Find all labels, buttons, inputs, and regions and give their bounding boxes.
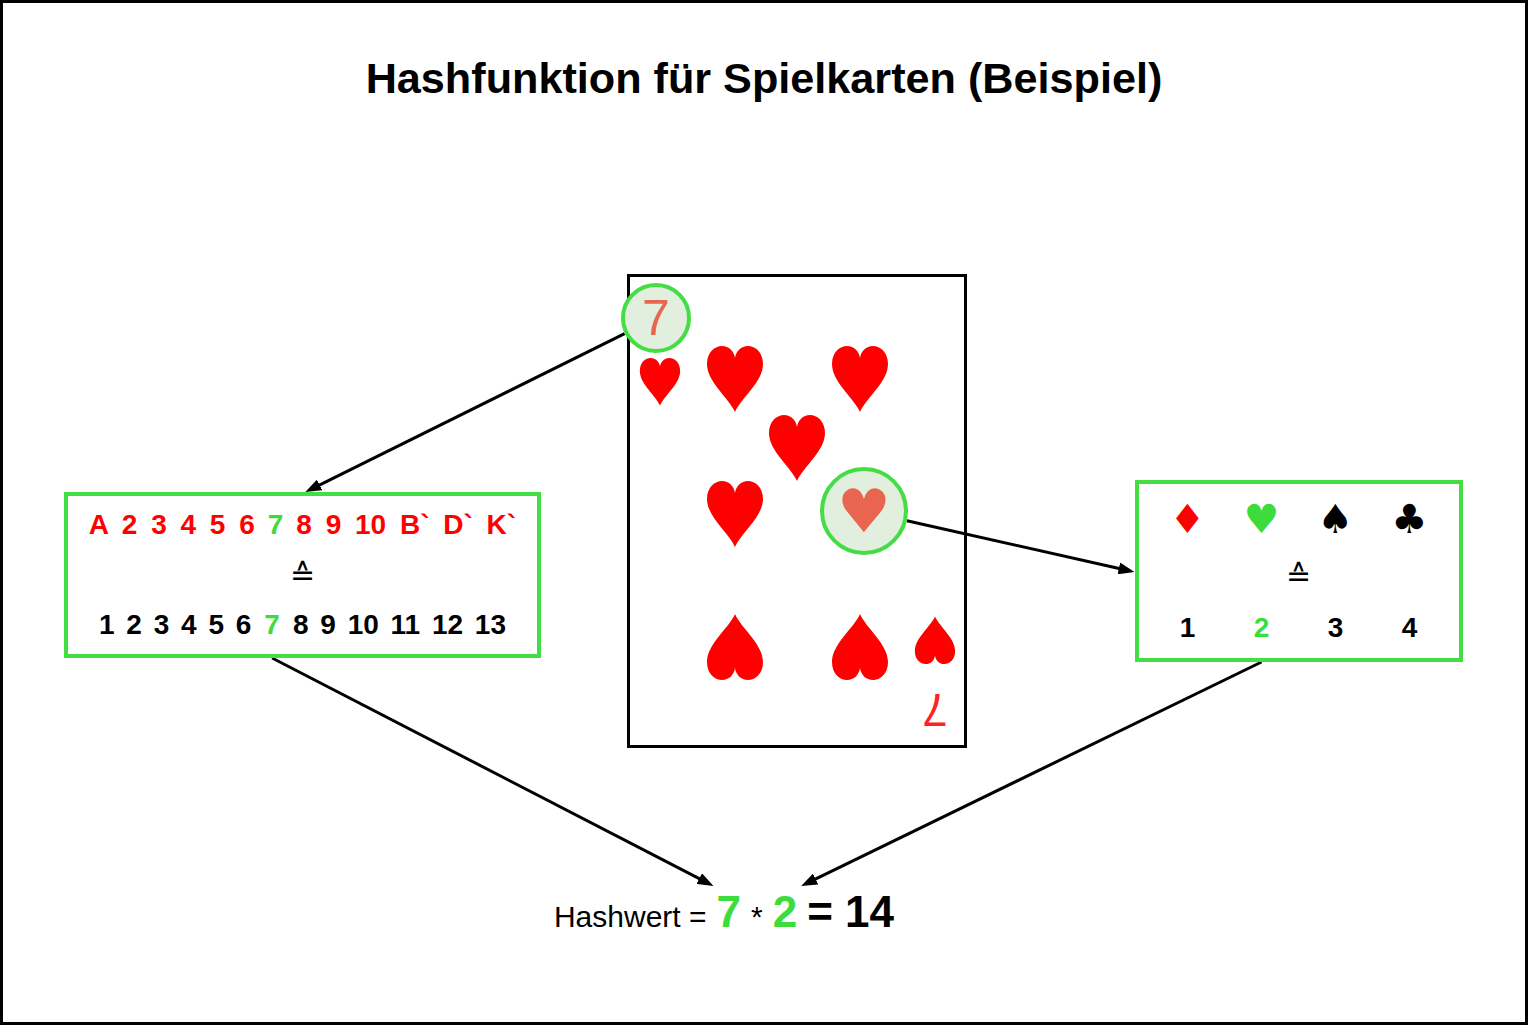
suit-symbol: ♠ xyxy=(1318,497,1354,541)
suit-table-box: ♦ ♥ ♠ ♣ ≙ 1 2 3 4 xyxy=(1135,480,1463,662)
hash-formula: Hashwert = 7 * 2= 14 xyxy=(552,886,896,938)
rank-table-box: A 2 3 4 5 6 7 8 9 10 B` D` K` ≙ 1 2 3 4 5 6 7… xyxy=(64,492,541,658)
arrow-connector xyxy=(810,662,1261,882)
playing-card: 7 7 ♥ xyxy=(627,274,967,748)
card-rank: 7 xyxy=(642,293,670,343)
number-list: 1 2 3 4 5 6 xyxy=(99,608,251,642)
highlight-circle: 7 xyxy=(621,283,691,353)
text-row: A 2 3 4 5 6 7 8 9 10 B` D` K` xyxy=(89,508,516,542)
correspondence-sign: ≙ xyxy=(1286,559,1311,593)
text-row: 7 xyxy=(625,287,687,349)
suit-symbol: ♥ xyxy=(1244,497,1280,541)
diagram-title: Hashfunktion für Spielkarten (Beispiel) xyxy=(0,50,1528,106)
suit-number: 2 xyxy=(1254,611,1270,645)
heart-pip xyxy=(769,415,825,481)
text-row: ♦ ♥ ♠ ♣ xyxy=(1151,497,1447,541)
formula-result: = 14 xyxy=(807,890,894,934)
highlight-circle: ♥ xyxy=(820,467,908,555)
formula-factor: 7 xyxy=(717,890,741,934)
suit-number: 1 xyxy=(1180,611,1196,645)
card-rank: 7 xyxy=(922,687,948,733)
heart-pip xyxy=(832,346,888,412)
heart-pip xyxy=(707,614,763,680)
text-row: ≙ xyxy=(290,558,315,592)
rank-list: 8 9 10 B` D` K` xyxy=(296,508,516,542)
rank-list: 7 xyxy=(268,508,284,542)
text-row: ♥ xyxy=(824,471,904,551)
suit-number: 4 xyxy=(1402,611,1418,645)
heart-pip xyxy=(915,617,955,665)
text-row: Hashwert = 7 * 2= 14 xyxy=(552,886,896,938)
heart-pip xyxy=(640,358,680,406)
heart-pip xyxy=(707,481,763,547)
text-row: 7 xyxy=(919,684,951,736)
rank-list: A 2 3 4 5 6 xyxy=(89,508,255,542)
formula-operator: * xyxy=(751,902,763,932)
suit-symbol: ♣ xyxy=(1392,497,1428,541)
text-row: 1 2 3 4 5 6 7 8 9 10 11 12 13 xyxy=(99,608,506,642)
suit-symbol: ♥ xyxy=(837,481,891,541)
text-row: 1 2 3 4 xyxy=(1151,611,1447,645)
formula-factor: 2 xyxy=(773,890,797,934)
arrow-connector xyxy=(314,334,624,488)
arrow-connector xyxy=(272,658,704,881)
suit-number: 3 xyxy=(1328,611,1344,645)
heart-pip xyxy=(707,346,763,412)
arrow-connector xyxy=(907,521,1125,570)
number-list: 7 xyxy=(264,608,280,642)
heart-pip xyxy=(832,614,888,680)
number-list: 8 9 10 11 12 13 xyxy=(293,608,506,642)
text-row: ≙ xyxy=(1286,559,1311,593)
suit-symbol: ♦ xyxy=(1170,497,1206,541)
formula-text: Hashwert = xyxy=(554,902,707,932)
correspondence-sign: ≙ xyxy=(290,558,315,592)
